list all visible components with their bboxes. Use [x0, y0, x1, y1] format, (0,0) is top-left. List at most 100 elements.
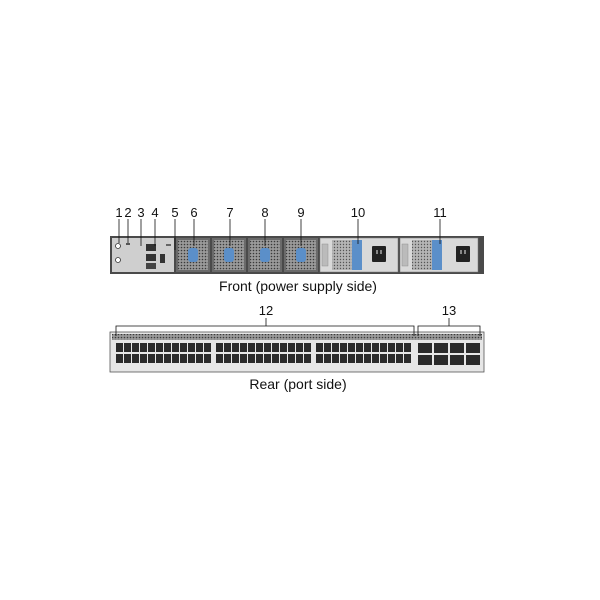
- sfp-port-icon: [240, 354, 247, 363]
- callout-8: 8: [261, 205, 268, 220]
- led-indicator: [166, 244, 171, 246]
- fan-module-icon: [224, 248, 234, 262]
- callout-7: 7: [226, 205, 233, 220]
- sfp-port-icon: [296, 343, 303, 352]
- esd-jack-icon: [115, 257, 121, 263]
- fan-module-icon: [260, 248, 270, 262]
- sfp-port-icon: [288, 354, 295, 363]
- sfp-port-icon: [356, 354, 363, 363]
- sfp-port-icon: [396, 343, 403, 352]
- sfp-port-icon: [124, 354, 131, 363]
- sfp-port-icon: [372, 354, 379, 363]
- sfp-port-icon: [396, 354, 403, 363]
- sfp-port-icon: [348, 343, 355, 352]
- callout-12: 12: [259, 303, 273, 318]
- sfp-port-icon: [372, 343, 379, 352]
- callout-6: 6: [190, 205, 197, 220]
- sfp-port-icon: [124, 343, 131, 352]
- fan-module-icon: [296, 248, 306, 262]
- sfp-port-icon: [116, 343, 123, 352]
- sfp-port-icon: [272, 354, 279, 363]
- qsfp-port-icon: [434, 355, 448, 365]
- power-supply-icon: [352, 240, 362, 270]
- front-leader-lines: [118, 219, 441, 250]
- power-socket-icon: [372, 246, 386, 262]
- qsfp-port-icon: [466, 343, 480, 353]
- sfp-port-icon: [180, 354, 187, 363]
- sfp-port-icon: [280, 343, 287, 352]
- sfp-port-icon: [248, 354, 255, 363]
- callout-1: 1: [115, 205, 122, 220]
- fan-module-icon: [188, 248, 198, 262]
- sfp-port-icon: [404, 354, 411, 363]
- callout-4: 4: [151, 205, 158, 220]
- qsfp-port-icon: [418, 355, 432, 365]
- callout-13: 13: [442, 303, 456, 318]
- qsfp-port-icon: [450, 343, 464, 353]
- status-led: [126, 243, 130, 245]
- sfp-port-icon: [256, 343, 263, 352]
- sfp-port-icon: [188, 354, 195, 363]
- fan-module-8: [248, 238, 282, 272]
- rear-brackets: [115, 318, 481, 336]
- sfp-port-icon: [296, 354, 303, 363]
- sfp-port-icon: [380, 354, 387, 363]
- callout-2: 2: [124, 205, 131, 220]
- sfp-port-icon: [256, 354, 263, 363]
- callout-5: 5: [171, 205, 178, 220]
- sfp-port-icon: [332, 343, 339, 352]
- sfp-port-icon: [156, 343, 163, 352]
- sfp-port-icon: [196, 354, 203, 363]
- sfp-port-icon: [224, 354, 231, 363]
- sfp-port-icon: [140, 343, 147, 352]
- sfp-port-icon: [240, 343, 247, 352]
- sfp-port-icon: [148, 354, 155, 363]
- rear-panel: 12 13 Rear (port side): [109, 303, 485, 392]
- callout-3: 3: [137, 205, 144, 220]
- sfp-port-icon: [196, 343, 203, 352]
- qsfp-port-icon: [418, 343, 432, 353]
- ground-screw-icon: [115, 243, 121, 249]
- sfp-port-icon: [388, 343, 395, 352]
- sfp-port-icon: [304, 354, 311, 363]
- sfp-port-icon: [180, 343, 187, 352]
- sfp-port-icon: [340, 354, 347, 363]
- front-caption: Front (power supply side): [219, 278, 377, 294]
- front-panel: 1 2 3 4 5 6 7 8 9 10 11 Front (power sup…: [110, 205, 484, 294]
- callout-10: 10: [351, 205, 365, 220]
- qsfp-port-icon: [466, 355, 480, 365]
- fan-module-7: [212, 238, 246, 272]
- qsfp-port-block: [418, 343, 480, 365]
- psu-handle: [321, 243, 329, 267]
- sfp-port-icon: [216, 343, 223, 352]
- console-port: [146, 244, 156, 251]
- sfp-port-icon: [324, 354, 331, 363]
- sfp-port-icon: [172, 343, 179, 352]
- power-supply-11: [399, 237, 479, 273]
- qsfp-port-icon: [434, 343, 448, 353]
- usb-port: [146, 263, 156, 269]
- callout-9: 9: [297, 205, 304, 220]
- sfp-port-icon: [148, 343, 155, 352]
- management-port: [146, 254, 156, 261]
- sfp-port-icon: [264, 343, 271, 352]
- reset-button: [160, 254, 165, 263]
- sfp-port-icon: [364, 343, 371, 352]
- sfp-port-icon: [288, 343, 295, 352]
- sfp-port-block: [116, 343, 411, 363]
- sfp-port-icon: [380, 343, 387, 352]
- sfp-port-icon: [316, 354, 323, 363]
- sfp-port-icon: [404, 343, 411, 352]
- sfp-port-icon: [204, 343, 211, 352]
- power-supply-icon: [432, 240, 442, 270]
- sfp-port-icon: [388, 354, 395, 363]
- sfp-port-icon: [188, 343, 195, 352]
- sfp-port-icon: [172, 354, 179, 363]
- sfp-port-icon: [164, 343, 171, 352]
- sfp-port-icon: [340, 343, 347, 352]
- sfp-port-icon: [232, 354, 239, 363]
- sfp-port-icon: [348, 354, 355, 363]
- sfp-port-icon: [324, 343, 331, 352]
- sfp-port-icon: [356, 343, 363, 352]
- sfp-port-icon: [204, 354, 211, 363]
